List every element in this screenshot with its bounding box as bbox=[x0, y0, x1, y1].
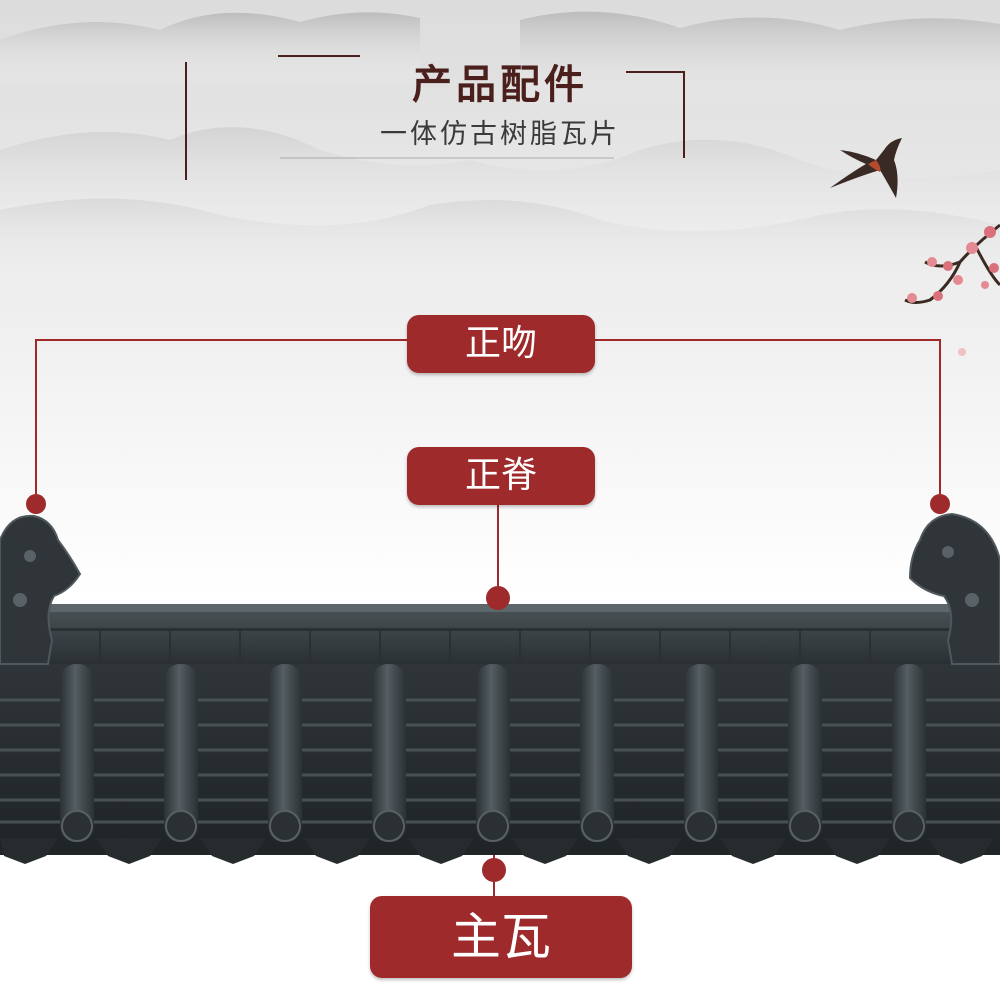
main-ridge bbox=[40, 604, 960, 664]
ink-mountains bbox=[0, 11, 1000, 300]
ridge-end-ornament-right bbox=[908, 512, 1000, 665]
swallow-bird bbox=[830, 138, 902, 198]
page-title: 产品配件 bbox=[412, 62, 588, 108]
title-block: 产品配件 一体仿古树脂瓦片 bbox=[0, 0, 1000, 200]
marker-dots bbox=[26, 494, 950, 882]
page-subtitle: 一体仿古树脂瓦片 bbox=[380, 119, 620, 150]
plum-blossom-branch bbox=[904, 223, 1000, 356]
ridge-label: 正脊 bbox=[407, 447, 595, 505]
title-frame bbox=[185, 55, 685, 180]
main-tile-roof bbox=[0, 664, 1000, 864]
ridge-end-label: 正吻 bbox=[407, 315, 595, 373]
main-tile-label: 主瓦 bbox=[370, 896, 632, 978]
ridge-end-ornament-left bbox=[0, 514, 82, 665]
